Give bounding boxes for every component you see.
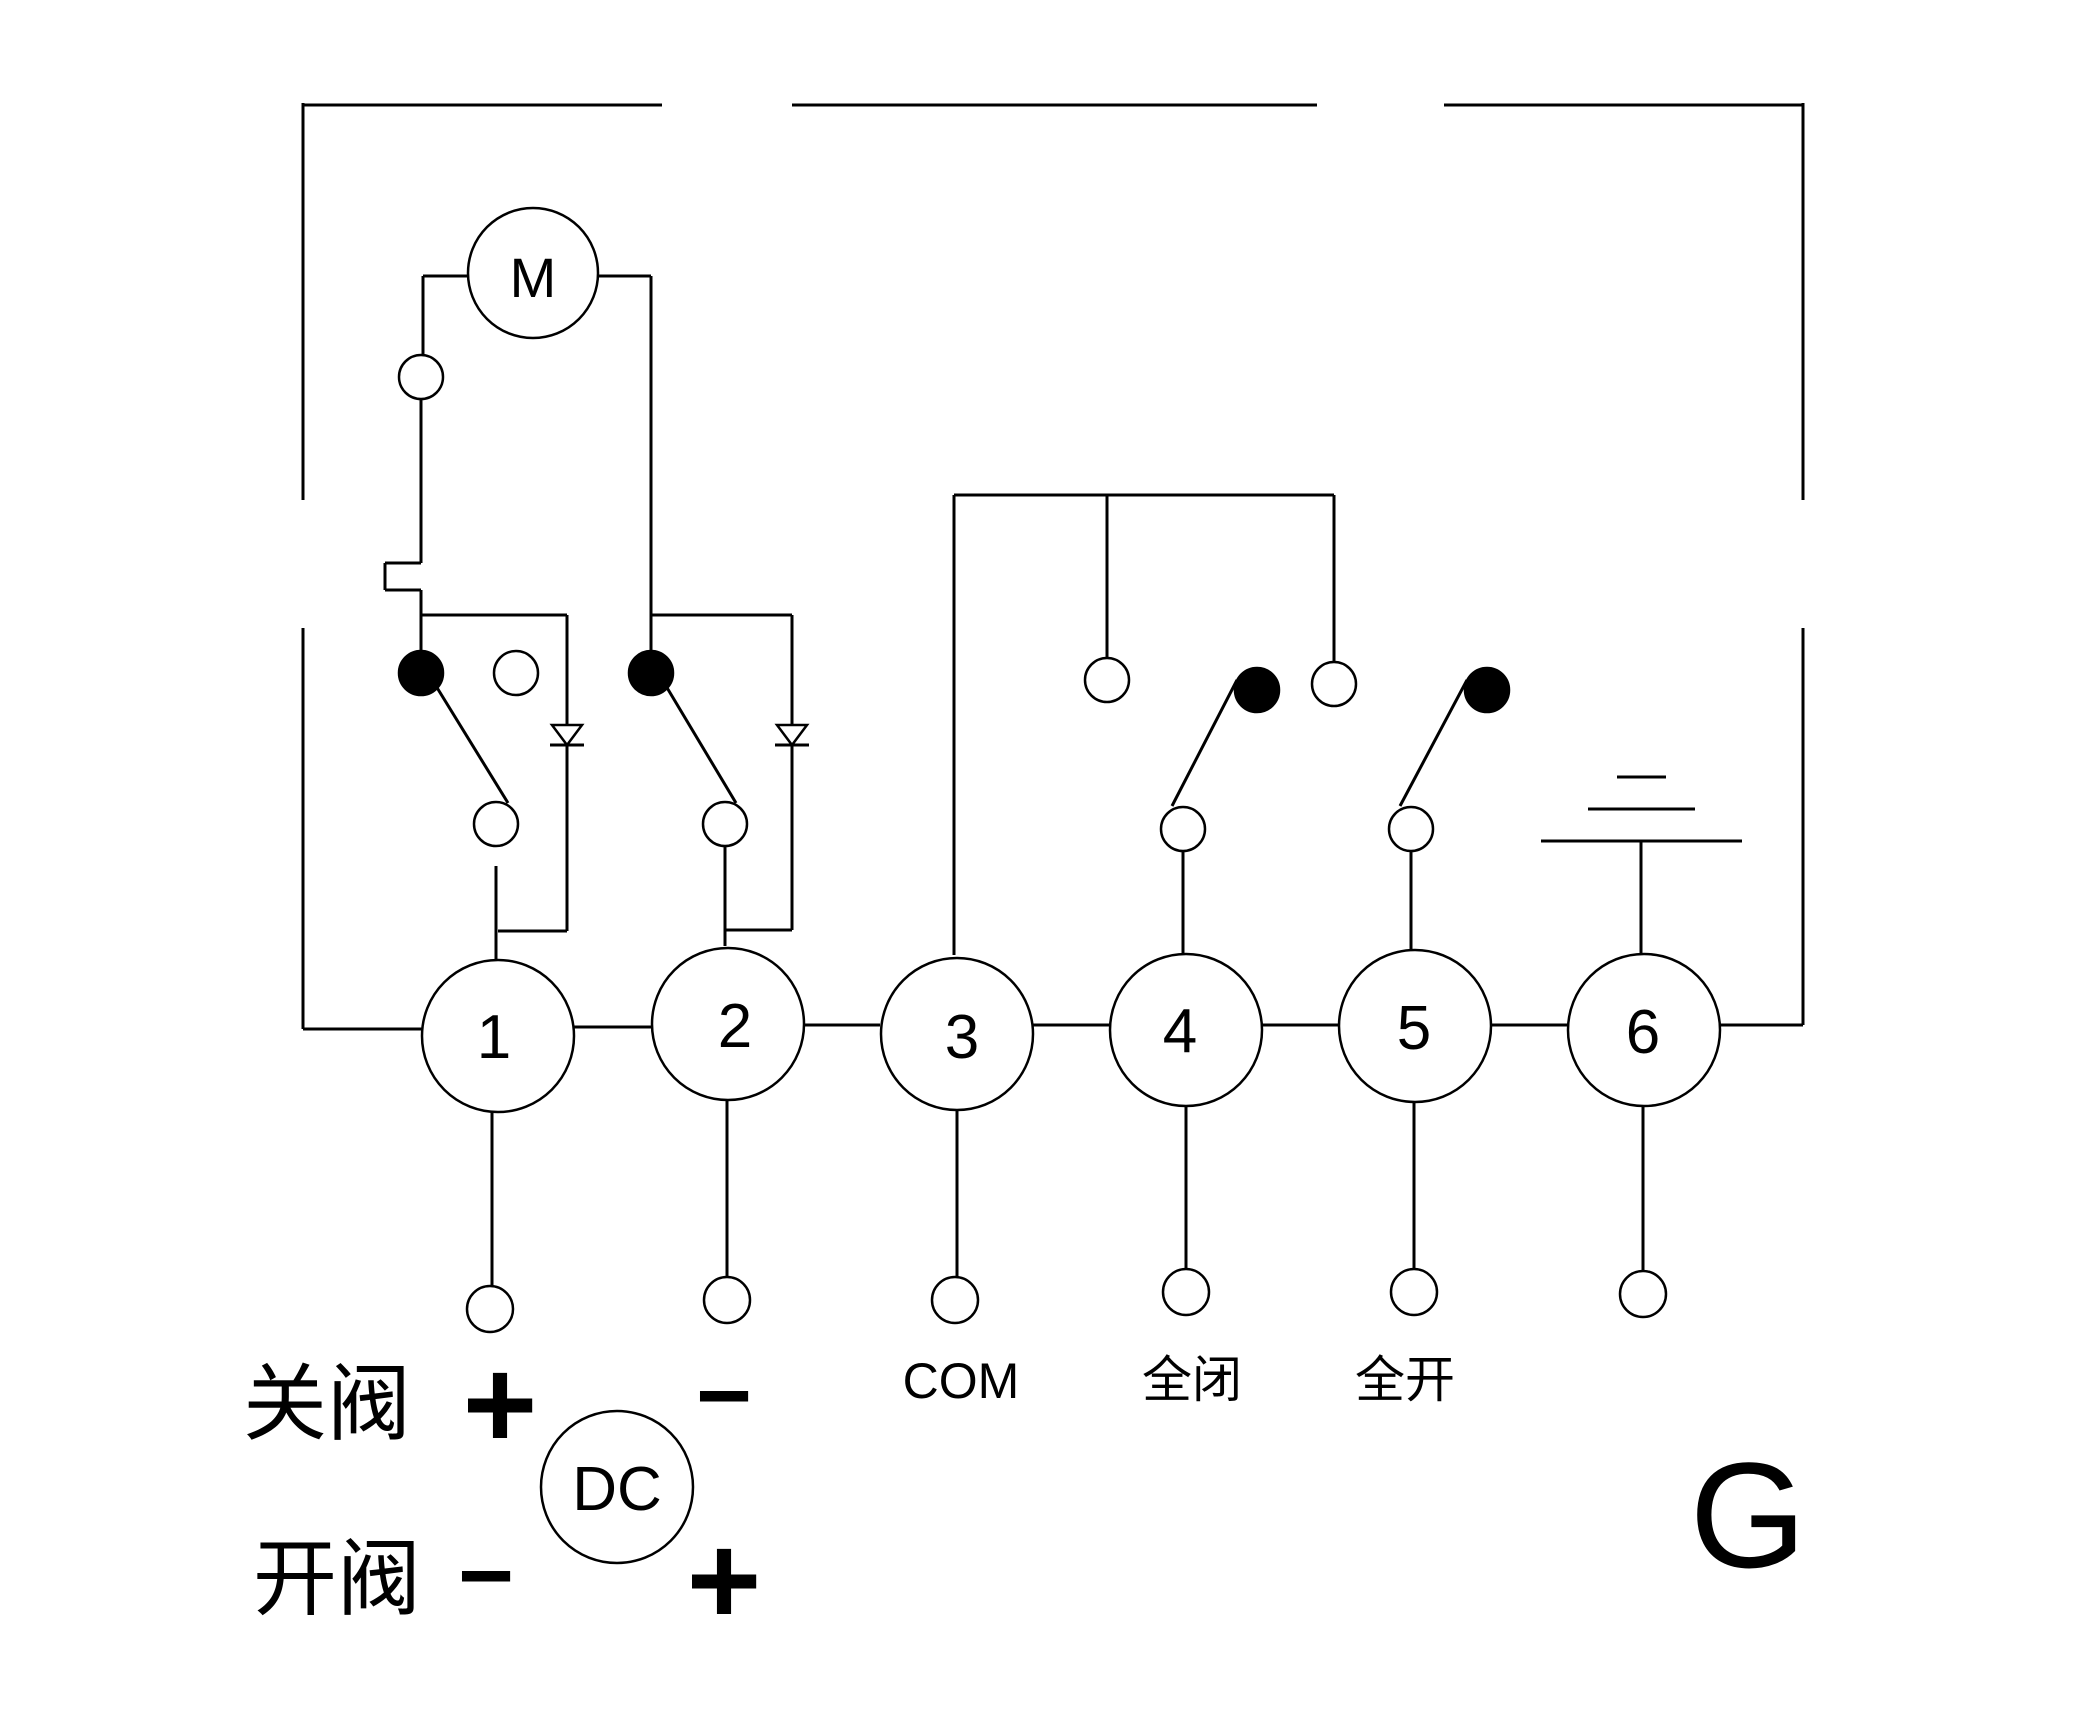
wire-terminal — [1618, 1269, 1668, 1319]
svg-text:3: 3 — [945, 1003, 979, 1072]
motor: M — [423, 206, 651, 340]
svg-text:1: 1 — [477, 1003, 511, 1072]
diode-icon — [549, 723, 585, 748]
terminal-4-label: 全闭 — [1142, 1351, 1242, 1409]
open-limit-switch-circuit — [627, 276, 810, 946]
terminal-bus — [574, 1023, 1567, 1029]
close-valve-label: 关阀 — [243, 1355, 411, 1453]
position-feedback-circuit — [952, 493, 1511, 955]
motor-symbol — [466, 206, 600, 340]
close-valve-t2-polarity: − — [696, 1342, 752, 1449]
wire-terminal — [702, 1275, 752, 1325]
svg-text:4: 4 — [1163, 997, 1197, 1066]
open-valve-label: 开阀 — [253, 1530, 421, 1628]
enclosure-outline — [301, 103, 1805, 1031]
close-limit-switch-circuit — [383, 276, 585, 966]
motor-label: M — [510, 246, 557, 309]
open-valve-t1-polarity: − — [458, 1522, 514, 1629]
terminal-5: 5 — [1337, 948, 1493, 1317]
terminal-6: 6 — [1566, 952, 1722, 1319]
terminal-3-label: COM — [903, 1353, 1020, 1409]
diode-icon — [774, 723, 810, 748]
wire-terminal — [930, 1275, 980, 1325]
feedback-switch-contact — [1233, 666, 1281, 714]
terminal-1: 1 — [420, 958, 576, 1334]
figure-letter: G — [1690, 1431, 1807, 1599]
open-valve-t2-polarity: + — [687, 1509, 762, 1652]
terminal-3: 3 — [879, 956, 1035, 1325]
ground-icon — [1541, 775, 1742, 953]
feedback-switch-contact — [1463, 666, 1511, 714]
dc-label: DC — [572, 1455, 662, 1524]
close-valve-t1-polarity: + — [463, 1333, 538, 1476]
limit-switch-contact — [627, 649, 675, 697]
dc-source-symbol — [539, 1409, 695, 1565]
svg-text:6: 6 — [1626, 998, 1660, 1067]
svg-text:2: 2 — [718, 992, 752, 1061]
wire-terminal — [1389, 1267, 1439, 1317]
terminal-2: 2 — [650, 946, 806, 1325]
terminal-5-label: 全开 — [1355, 1351, 1455, 1409]
wire-terminal — [1161, 1267, 1211, 1317]
wire-terminal — [465, 1284, 515, 1334]
svg-text:5: 5 — [1397, 994, 1431, 1063]
power-supply-legend: 关阀 + − DC 开阀 − + — [243, 1333, 761, 1652]
limit-switch-contact — [397, 649, 445, 697]
terminal-4: 4 — [1108, 952, 1264, 1317]
